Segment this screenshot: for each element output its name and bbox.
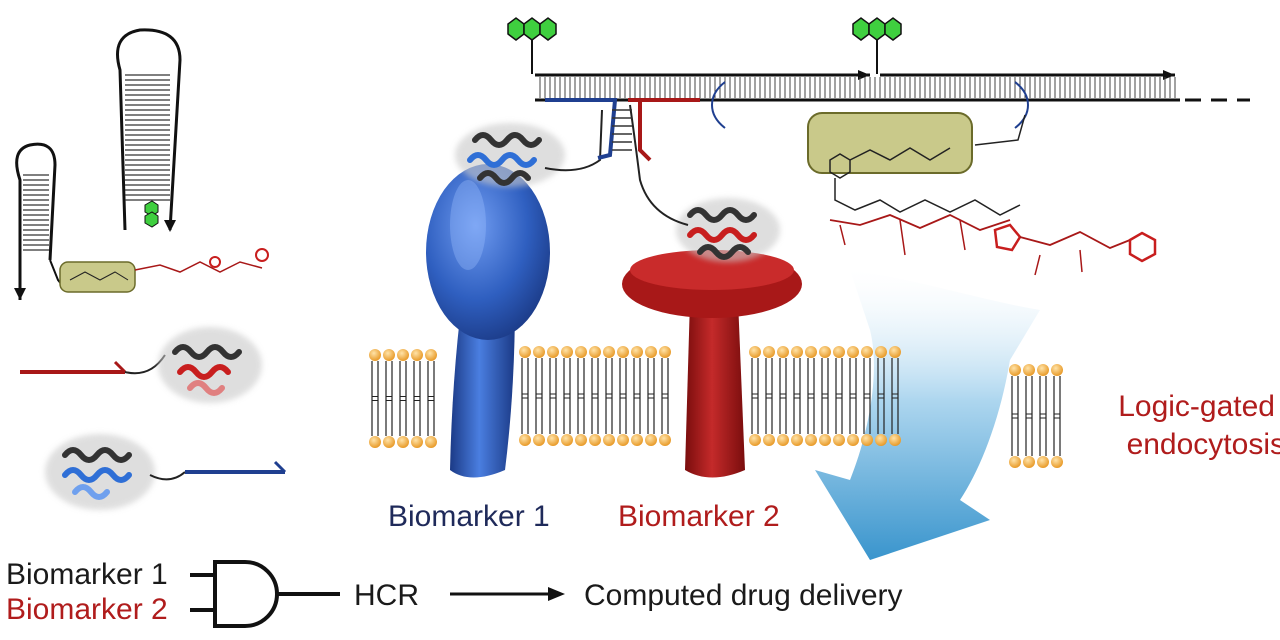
red-adapter-strand <box>20 354 166 375</box>
endocytosis-label: endocytosis <box>1126 428 1280 461</box>
hairpin-probe-left <box>14 142 57 300</box>
computed-delivery-label: Computed drug delivery <box>584 579 903 612</box>
endocytosis-arrow <box>815 270 1040 560</box>
hairpin-probe-top <box>116 28 182 232</box>
helix-bundle-protein-icon <box>455 109 603 187</box>
logic-gated-label: Logic-gated <box>1118 390 1275 423</box>
gate-input-1-label: Biomarker 1 <box>6 558 168 591</box>
xanthene-fluorophore-icon <box>507 17 557 74</box>
biomarker-1-label: Biomarker 1 <box>388 500 550 533</box>
hcr-dna-duplex <box>535 70 1250 162</box>
and-gate-icon <box>190 560 340 628</box>
lipid-bilayer-icon <box>369 346 1063 468</box>
gate-input-2-label: Biomarker 2 <box>6 593 168 626</box>
drug-conjugate-structure <box>807 112 1157 276</box>
helix-bundle-protein-icon <box>629 104 780 262</box>
left-drug-conjugate <box>49 248 269 293</box>
hcr-label: HCR <box>354 579 419 612</box>
blue-adapter-strand <box>149 460 287 481</box>
helix-bundle-protein-icon <box>158 327 262 403</box>
biomarker-2-receptor <box>622 250 802 478</box>
helix-bundle-protein-icon <box>45 434 155 510</box>
right-arrow-icon <box>450 587 565 601</box>
biomarker-1-receptor <box>426 164 550 478</box>
biomarker-2-label: Biomarker 2 <box>618 500 780 533</box>
xanthene-fluorophore-icon <box>852 17 902 74</box>
